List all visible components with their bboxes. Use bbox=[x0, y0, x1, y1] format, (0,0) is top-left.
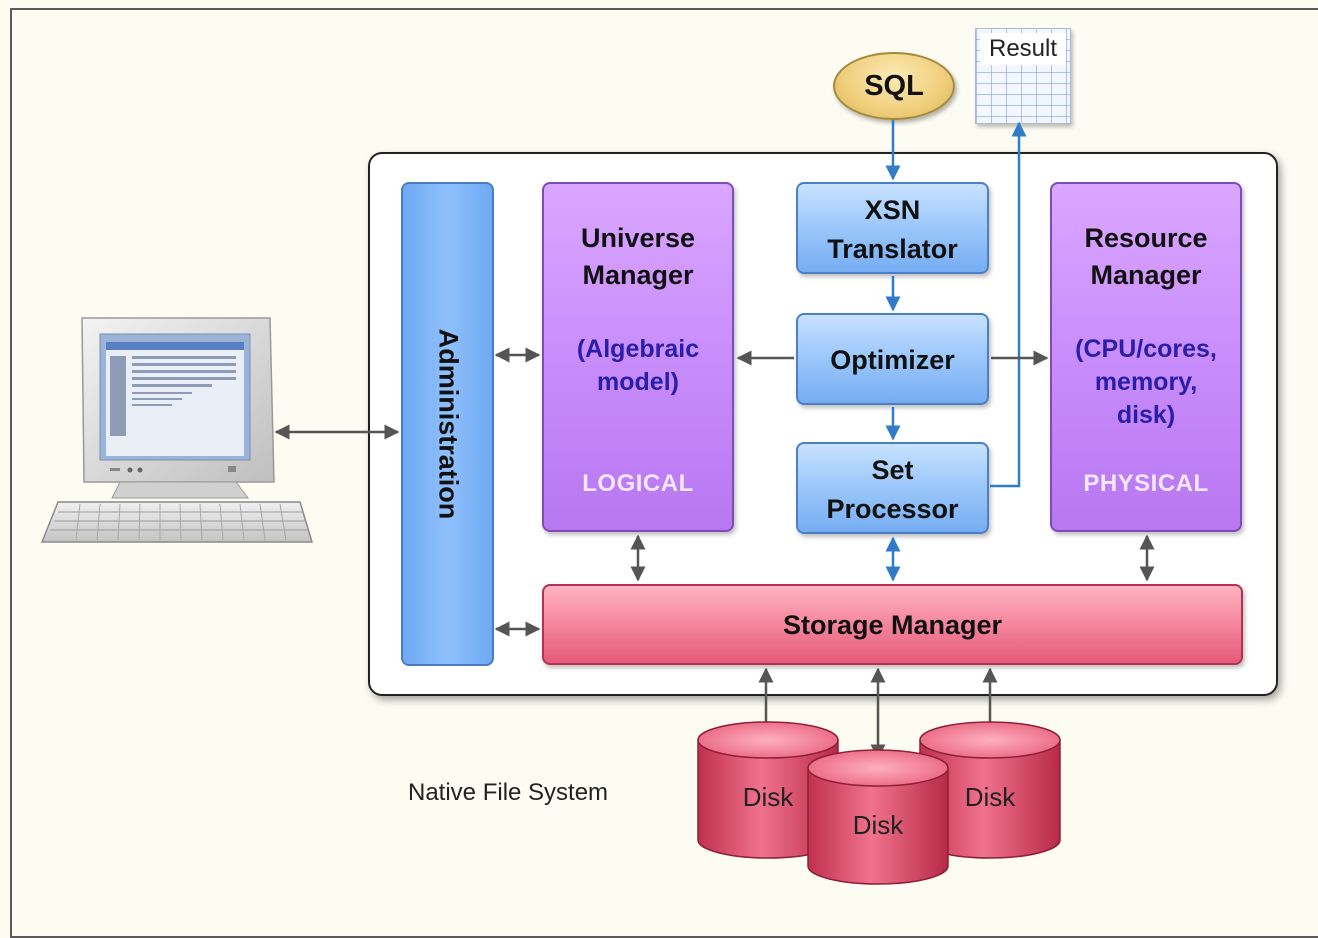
set-processor-title-1: Set bbox=[871, 455, 914, 485]
resource-manager-detail-3: disk) bbox=[1116, 401, 1176, 429]
disk-2-label: Disk bbox=[853, 810, 905, 840]
native-file-system-label: Native File System bbox=[408, 779, 609, 806]
arrow-set-processor-to-result bbox=[990, 121, 1027, 488]
xsn-translator-title-1: XSN bbox=[864, 195, 921, 225]
sql-query-node: SQL bbox=[833, 52, 955, 120]
optimizer-label: Optimizer bbox=[830, 345, 955, 375]
resource-manager-detail-1: (CPU/cores, bbox=[1075, 335, 1217, 363]
logical-layer-label: LOGICAL bbox=[582, 470, 694, 497]
disk-3: Disk bbox=[919, 721, 1061, 859]
resource-manager-title-1: Resource bbox=[1084, 223, 1208, 253]
disk-3-label: Disk bbox=[965, 782, 1017, 812]
result-table-icon: Result bbox=[975, 28, 1071, 124]
disk-1-label: Disk bbox=[743, 782, 795, 812]
result-label: Result bbox=[980, 33, 1066, 65]
universe-manager-module: Universe Manager (Algebraic model) LOGIC… bbox=[542, 182, 734, 532]
xsn-translator-title-2: Translator bbox=[827, 234, 958, 264]
set-processor-title-2: Processor bbox=[826, 494, 959, 524]
sql-label: SQL bbox=[864, 69, 924, 102]
universe-manager-detail-2: model) bbox=[597, 368, 679, 396]
storage-manager-module: Storage Manager bbox=[542, 584, 1243, 665]
universe-manager-title-1: Universe bbox=[580, 223, 696, 253]
disk-1: Disk bbox=[697, 721, 839, 859]
xsn-translator-module: XSN Translator bbox=[796, 182, 989, 274]
universe-manager-detail-1: (Algebraic bbox=[576, 335, 700, 363]
set-processor-module: Set Processor bbox=[796, 442, 989, 534]
physical-layer-label: PHYSICAL bbox=[1083, 470, 1209, 497]
disk-2: Disk bbox=[807, 749, 949, 885]
storage-manager-label: Storage Manager bbox=[782, 610, 1003, 640]
administration-module: Administration bbox=[401, 182, 494, 666]
resource-manager-title-2: Manager bbox=[1090, 260, 1202, 290]
optimizer-module: Optimizer bbox=[796, 313, 989, 405]
universe-manager-title-2: Manager bbox=[582, 260, 694, 290]
resource-manager-module: Resource Manager (CPU/cores, memory, dis… bbox=[1050, 182, 1242, 532]
resource-manager-detail-2: memory, bbox=[1094, 368, 1198, 396]
